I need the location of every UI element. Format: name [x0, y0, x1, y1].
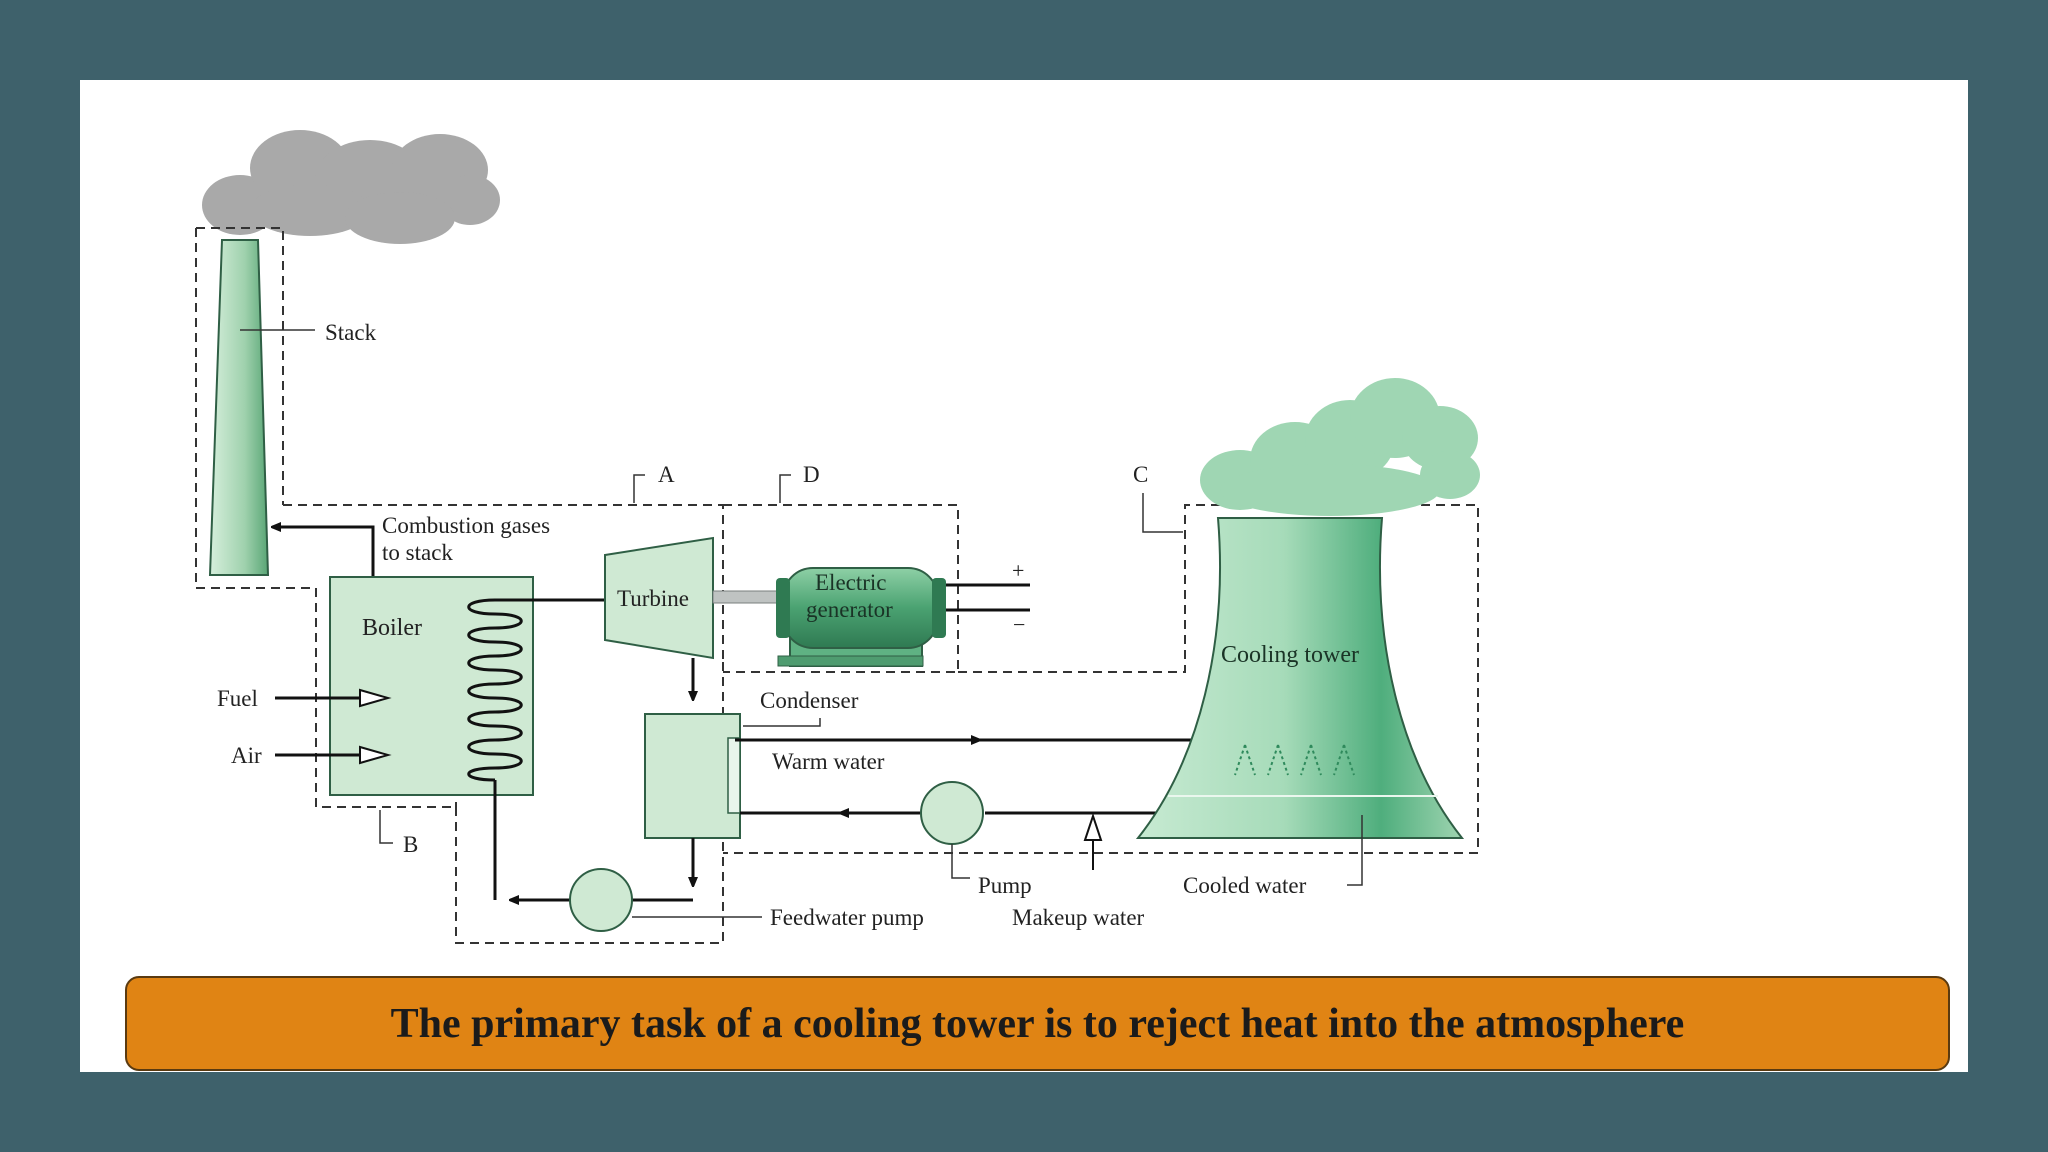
makeup-water-label: Makeup water	[1012, 905, 1145, 930]
generator-label-line2: generator	[806, 597, 893, 622]
warm-water-label: Warm water	[772, 749, 885, 774]
caption-text: The primary task of a cooling tower is t…	[390, 1000, 1685, 1047]
minus-terminal: −	[1013, 612, 1025, 637]
feedwater-pump	[569, 868, 633, 932]
cooling-tower	[1135, 517, 1465, 839]
condenser	[644, 713, 741, 839]
cooling-tower-label: Cooling tower	[1221, 642, 1359, 668]
condenser-label: Condenser	[760, 688, 859, 713]
smoke-cloud	[202, 130, 500, 244]
region-b-label: B	[403, 832, 418, 857]
feedwater-pump-label: Feedwater pump	[770, 905, 924, 930]
region-c-label: C	[1133, 462, 1148, 487]
caption-banner: The primary task of a cooling tower is t…	[125, 976, 1950, 1071]
air-arrow	[359, 745, 392, 765]
air-label: Air	[231, 743, 262, 768]
plus-terminal: +	[1012, 558, 1024, 583]
electric-generator	[776, 567, 946, 667]
cooled-water-label: Cooled water	[1183, 873, 1307, 898]
shaft	[712, 590, 784, 604]
stack	[208, 239, 270, 576]
combustion-label-line2: to stack	[382, 540, 453, 565]
pump	[920, 781, 984, 845]
combustion-label-line1: Combustion gases	[382, 513, 550, 538]
pump-label: Pump	[978, 873, 1032, 898]
region-d-label: D	[803, 462, 820, 487]
makeup-water-arrow	[1083, 812, 1103, 841]
boiler-coil	[467, 598, 523, 782]
generator-label-line1: Electric	[815, 570, 887, 595]
fuel-label: Fuel	[217, 686, 258, 711]
fuel-arrow	[359, 688, 392, 708]
steam-cloud	[1200, 378, 1480, 516]
region-a-label: A	[658, 462, 675, 487]
stack-label: Stack	[325, 320, 377, 345]
boiler-label: Boiler	[362, 615, 422, 641]
turbine-label: Turbine	[617, 586, 689, 611]
turbine	[604, 536, 714, 660]
